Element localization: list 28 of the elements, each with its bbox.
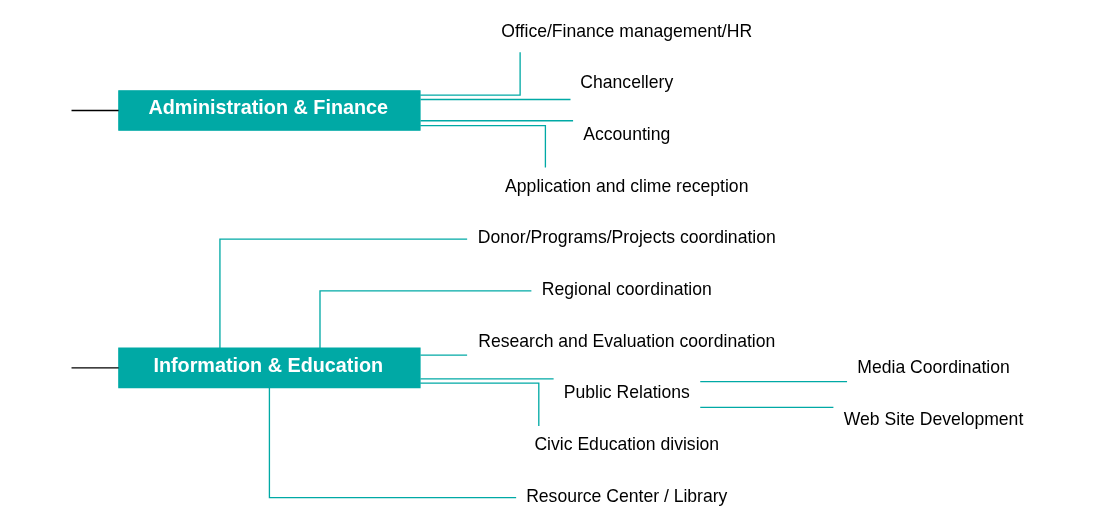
connector <box>419 120 574 122</box>
node-text: Public Relations <box>563 382 690 403</box>
node-text: Regional coordination <box>541 279 712 300</box>
connector <box>419 382 540 427</box>
connector <box>70 109 120 112</box>
node-text: Civic Education division <box>534 434 720 455</box>
node-box: Administration & Finance <box>118 90 421 131</box>
node-text: Office/Finance management/HR <box>501 20 753 41</box>
connector <box>70 367 120 369</box>
connector <box>419 354 468 356</box>
node-text: Chancellery <box>580 72 674 93</box>
node-text: Accounting <box>583 123 671 144</box>
connector <box>699 380 848 383</box>
connector <box>268 387 517 499</box>
node-text: Application and clime reception <box>505 175 749 196</box>
node-text: Donor/Programs/Projects coordination <box>477 227 776 248</box>
connector <box>219 238 468 349</box>
node-text: Research and Evaluation coordination <box>478 330 776 351</box>
connector <box>319 290 533 349</box>
node-text: Web Site Development <box>843 408 1024 429</box>
connector <box>699 406 835 409</box>
connector <box>419 51 521 96</box>
node-box: Information & Education <box>118 347 421 389</box>
connector <box>419 98 572 101</box>
connector <box>419 124 547 169</box>
connector <box>419 378 555 380</box>
node-text: Resource Center / Library <box>526 485 728 506</box>
node-text: Media Coordination <box>857 357 1010 378</box>
